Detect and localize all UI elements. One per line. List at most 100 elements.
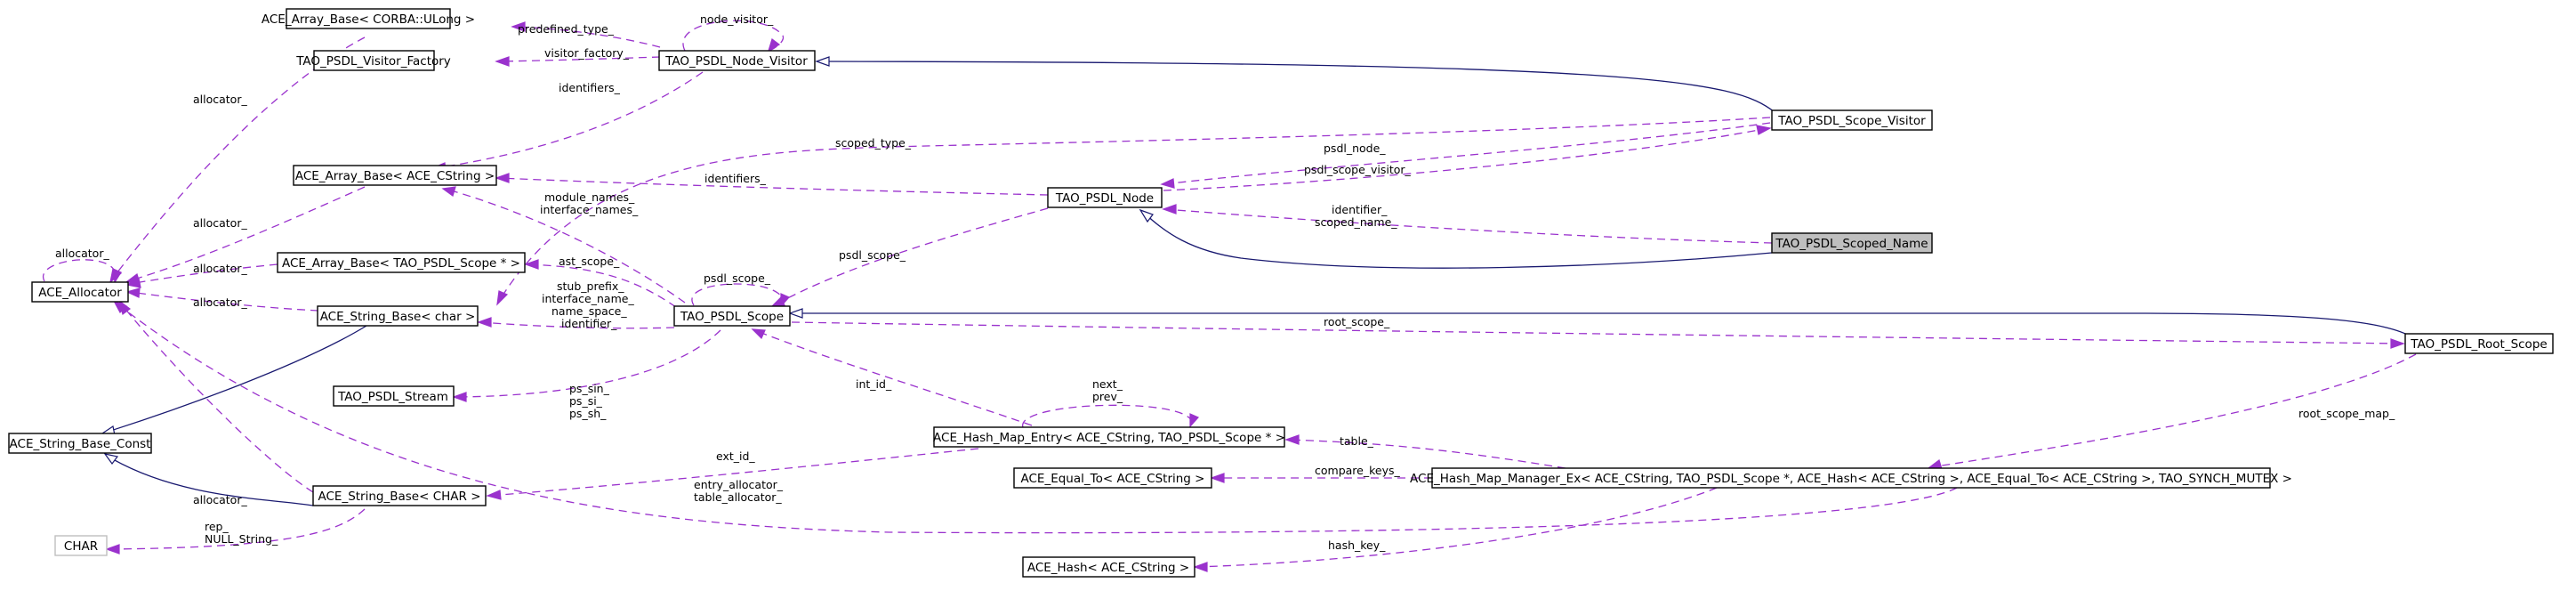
edge-string-bigchar-inherits-const bbox=[103, 453, 314, 506]
label-entry-allocator-1: entry_allocator_ bbox=[694, 478, 784, 491]
node-label: ACE_Array_Base< TAO_PSDL_Scope * > bbox=[282, 256, 520, 271]
edge-string-char-inherits-const bbox=[101, 325, 367, 436]
label-rep-2: NULL_String_ bbox=[205, 532, 278, 546]
edge-root-scope-map: root_scope_map_ bbox=[1927, 353, 2417, 470]
edge-identifiers-top: identifiers_ bbox=[431, 71, 704, 173]
edge-rep-null-string: rep_ NULL_String_ bbox=[105, 508, 366, 555]
label-visitor-factory: visitor_factory_ bbox=[544, 46, 630, 60]
label-psdl-scope-node: psdl_scope_ bbox=[839, 248, 906, 262]
edge-allocator-from-array-scope: allocator_ bbox=[125, 262, 278, 288]
label-psdl-scope-self: psdl_scope_ bbox=[704, 271, 771, 285]
node-label: ACE_Hash_Map_Entry< ACE_CString, TAO_PSD… bbox=[933, 431, 1285, 445]
node-hash-map-entry[interactable]: ACE_Hash_Map_Entry< ACE_CString, TAO_PSD… bbox=[933, 426, 1285, 448]
edge-ast-scope: ast_scope_ bbox=[524, 255, 677, 308]
node-label: TAO_PSDL_Scoped_Name bbox=[1775, 237, 1928, 251]
node-psdl-scope-visitor[interactable]: TAO_PSDL_Scope_Visitor bbox=[1771, 109, 1933, 131]
node-label: TAO_PSDL_Scope bbox=[680, 310, 784, 324]
edge-scoped-type: scoped_type_ bbox=[496, 117, 1771, 306]
label-ps-3: ps_sh_ bbox=[569, 407, 607, 420]
edge-psdl-scope-visitor: psdl_scope_visitor_ bbox=[1163, 125, 1772, 191]
edge-hash-key: hash_key_ bbox=[1193, 487, 1718, 572]
label-psdl-node: psdl_node_ bbox=[1324, 142, 1386, 155]
edge-next-prev-self: next_ prev_ bbox=[1022, 377, 1199, 428]
edge-predefined-type: predefined_type_ bbox=[511, 21, 661, 48]
node-string-base-bigchar[interactable]: ACE_String_Base< CHAR > bbox=[312, 485, 487, 506]
node-label: ACE_String_Base< CHAR > bbox=[318, 490, 480, 504]
label-stub-prefix-3: name_space_ bbox=[551, 304, 627, 318]
label-root-scope: root_scope_ bbox=[1324, 315, 1390, 328]
edge-compare-keys: compare_keys_ bbox=[1210, 464, 1432, 483]
label-next-1: next_ bbox=[1092, 377, 1123, 391]
label-ext-id: ext_id_ bbox=[716, 449, 755, 463]
label-stub-prefix-1: stub_prefix_ bbox=[557, 279, 624, 293]
label-allocator-self: allocator_ bbox=[55, 247, 109, 260]
edge-root-scope-inherits-scope bbox=[788, 308, 2419, 342]
label-psdl-scope-visitor: psdl_scope_visitor_ bbox=[1304, 163, 1412, 176]
node-psdl-node-visitor[interactable]: TAO_PSDL_Node_Visitor bbox=[658, 50, 816, 71]
node-string-base-char[interactable]: ACE_String_Base< char > bbox=[317, 305, 479, 327]
edge-allocator-self: allocator_ bbox=[42, 247, 122, 284]
node-char[interactable]: CHAR bbox=[54, 535, 108, 556]
edge-entry-table-allocator: entry_allocator_ table_allocator_ bbox=[112, 299, 1958, 534]
node-label: ACE_Hash_Map_Manager_Ex< ACE_CString, TA… bbox=[1410, 472, 2292, 486]
node-psdl-node[interactable]: TAO_PSDL_Node bbox=[1047, 187, 1163, 208]
node-label: TAO_PSDL_Node_Visitor bbox=[664, 54, 808, 69]
node-label: CHAR bbox=[64, 539, 98, 554]
label-identifiers-mid: identifiers_ bbox=[704, 172, 767, 185]
label-allocator-scope: allocator_ bbox=[193, 262, 247, 275]
node-label: ACE_Hash< ACE_CString > bbox=[1027, 561, 1189, 575]
node-label: ACE_String_Base_Const bbox=[10, 437, 151, 451]
node-label: TAO_PSDL_Visitor_Factory bbox=[295, 54, 451, 69]
node-string-base-const[interactable]: ACE_String_Base_Const bbox=[8, 433, 152, 454]
label-ps-1: ps_sin_ bbox=[569, 382, 610, 395]
edge-root-scope: root_scope_ bbox=[791, 315, 2405, 349]
label-allocator-char: allocator_ bbox=[193, 296, 247, 309]
node-psdl-stream[interactable]: TAO_PSDL_Stream bbox=[333, 385, 455, 407]
edge-scope-visitor-inherits-node-visitor bbox=[815, 56, 1775, 113]
edge-int-id: int_id_ bbox=[751, 328, 1033, 426]
label-identifier-2: scoped_name_ bbox=[1315, 215, 1397, 229]
node-hash-map-manager[interactable]: ACE_Hash_Map_Manager_Ex< ACE_CString, TA… bbox=[1410, 467, 2292, 489]
label-compare-keys: compare_keys_ bbox=[1315, 464, 1400, 477]
node-visitor-factory[interactable]: TAO_PSDL_Visitor_Factory bbox=[295, 50, 451, 71]
label-stub-prefix-2: interface_name_ bbox=[542, 292, 634, 305]
node-label: ACE_Allocator bbox=[38, 286, 122, 300]
node-label: ACE_Equal_To< ACE_CString > bbox=[1021, 472, 1205, 486]
edge-psdl-scope-from-node: psdl_scope_ bbox=[770, 207, 1049, 307]
node-label: TAO_PSDL_Stream bbox=[337, 390, 448, 404]
edge-stub-prefix: stub_prefix_ interface_name_ name_space_… bbox=[477, 279, 675, 330]
node-array-base-scope[interactable]: ACE_Array_Base< TAO_PSDL_Scope * > bbox=[277, 252, 526, 273]
label-identifiers-top: identifiers_ bbox=[559, 81, 621, 94]
node-hash-cstring[interactable]: ACE_Hash< ACE_CString > bbox=[1022, 556, 1195, 578]
node-equal-to-cstring[interactable]: ACE_Equal_To< ACE_CString > bbox=[1013, 467, 1212, 489]
edge-identifiers-mid: identifiers_ bbox=[495, 172, 1049, 196]
node-psdl-scope[interactable]: TAO_PSDL_Scope bbox=[673, 305, 791, 327]
node-array-base-cstring[interactable]: ACE_Array_Base< ACE_CString > bbox=[293, 165, 497, 186]
node-label: TAO_PSDL_Root_Scope bbox=[2410, 337, 2547, 352]
node-label: TAO_PSDL_Node bbox=[1055, 191, 1154, 206]
edge-identifier-scoped-name: identifier_ scoped_name_ bbox=[1162, 203, 1773, 244]
edge-node-visitor-self: node_visitor_ bbox=[682, 12, 785, 53]
node-label: ACE_Array_Base< ACE_CString > bbox=[295, 169, 495, 183]
node-psdl-root-scope[interactable]: TAO_PSDL_Root_Scope bbox=[2404, 333, 2554, 354]
label-allocator-mid: allocator_ bbox=[193, 216, 247, 230]
edge-ext-id: ext_id_ bbox=[486, 448, 979, 500]
label-entry-allocator-2: table_allocator_ bbox=[694, 490, 782, 504]
label-allocator-top: allocator_ bbox=[193, 93, 247, 106]
label-node-visitor-self: node_visitor_ bbox=[700, 12, 774, 26]
label-scoped-type: scoped_type_ bbox=[835, 136, 912, 150]
label-ps-2: ps_si_ bbox=[569, 394, 603, 408]
label-stub-prefix-4: identifier_ bbox=[561, 317, 617, 330]
label-ast-scope: ast_scope_ bbox=[559, 255, 620, 268]
label-identifier-1: identifier_ bbox=[1332, 203, 1388, 216]
label-next-2: prev_ bbox=[1092, 390, 1123, 403]
node-psdl-scoped-name[interactable]: TAO_PSDL_Scoped_Name bbox=[1771, 232, 1933, 254]
label-predefined-type: predefined_type_ bbox=[518, 22, 615, 36]
node-label: TAO_PSDL_Scope_Visitor bbox=[1777, 114, 1926, 128]
label-allocator-bigchar: allocator_ bbox=[193, 493, 247, 506]
node-label: ACE_Array_Base< CORBA::ULong > bbox=[262, 12, 475, 27]
node-ace-allocator[interactable]: ACE_Allocator bbox=[31, 281, 129, 303]
label-hash-key: hash_key_ bbox=[1328, 538, 1386, 552]
node-array-base-ulong[interactable]: ACE_Array_Base< CORBA::ULong > bbox=[262, 8, 475, 29]
